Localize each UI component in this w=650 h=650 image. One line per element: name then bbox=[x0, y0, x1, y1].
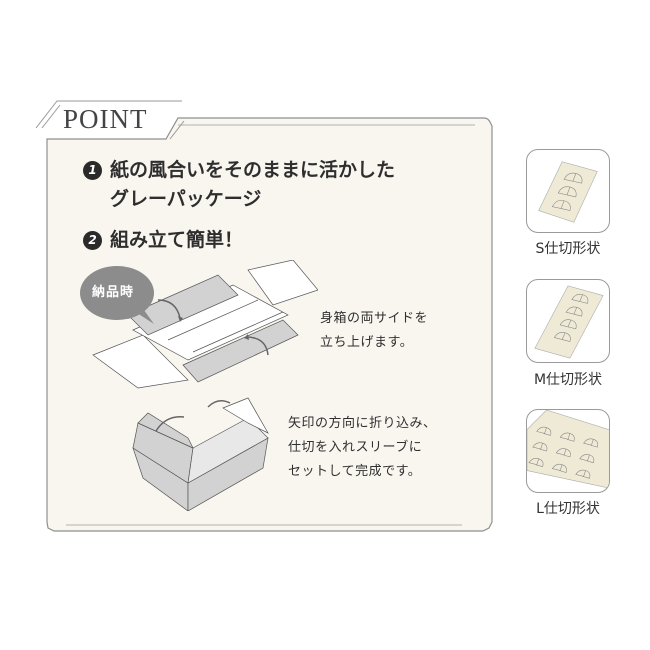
divider-s-icon bbox=[538, 161, 598, 223]
step-1-description: 身箱の両サイドを 立ち上げます。 bbox=[320, 311, 429, 350]
divider-shape-s-label: S仕切形状 bbox=[535, 241, 601, 257]
divider-shape-m-label: M仕切形状 bbox=[533, 372, 603, 388]
assembled-box-illustration bbox=[132, 397, 269, 511]
number-1-badge: 1 bbox=[83, 161, 102, 180]
delivery-badge-bubble bbox=[80, 266, 154, 324]
step-2-description: 矢印の方向に折り込み、 仕切を入れスリーブに セットして完成です。 bbox=[288, 416, 437, 479]
point-2: 2 組み立て簡単！ bbox=[83, 226, 243, 255]
flat-box-illustration bbox=[92, 260, 318, 389]
delivery-badge-label: 納品時 bbox=[92, 285, 135, 300]
point-1-text: 紙の風合いをそのままに活かした グレーパッケージ bbox=[110, 159, 396, 210]
number-2-badge: 2 bbox=[83, 231, 102, 250]
point-1: 1 紙の風合いをそのままに活かした グレーパッケージ bbox=[83, 156, 395, 214]
divider-m-icon bbox=[534, 285, 604, 359]
divider-l-icon bbox=[527, 410, 609, 489]
divider-shape-l-card bbox=[526, 409, 610, 493]
point-title: POINT bbox=[63, 104, 148, 134]
point-2-text: 組み立て簡単！ bbox=[110, 229, 244, 251]
divider-shape-l-label: L仕切形状 bbox=[536, 501, 600, 517]
divider-shape-m-card bbox=[526, 279, 610, 363]
divider-shape-s-card bbox=[526, 149, 610, 233]
